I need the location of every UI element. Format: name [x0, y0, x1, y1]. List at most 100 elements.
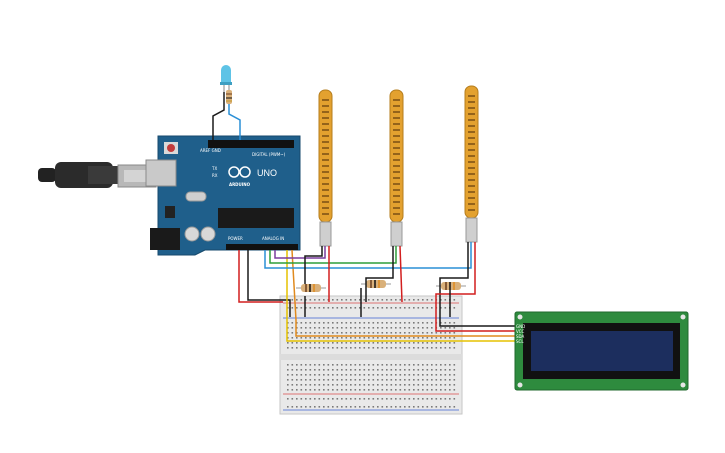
lcd-module[interactable]: GND VCC SDA SCL	[514, 311, 689, 391]
breadboard-hole	[354, 369, 357, 371]
breadboard-hole	[354, 389, 357, 391]
flex-sensor-3[interactable]	[464, 85, 479, 243]
breadboard-hole	[426, 364, 429, 366]
breadboard-hole	[395, 342, 397, 344]
breadboard-hole	[404, 406, 406, 408]
breadboard-hole	[453, 347, 456, 349]
breadboard-hole	[341, 379, 343, 381]
breadboard-hole	[332, 379, 334, 381]
breadboard-hole	[422, 337, 424, 339]
breadboard-hole	[323, 369, 325, 371]
breadboard-hole	[386, 327, 388, 329]
led-resistor[interactable]	[226, 90, 232, 104]
breadboard-hole	[381, 299, 384, 301]
breadboard-hole	[350, 374, 352, 376]
breadboard-hole	[363, 327, 366, 329]
breadboard-hole	[431, 322, 433, 324]
breadboard-hole	[332, 327, 334, 329]
flex-sensor-1[interactable]	[318, 89, 333, 247]
breadboard-hole	[305, 347, 307, 349]
breadboard-hole	[336, 374, 339, 376]
breadboard-hole	[323, 379, 325, 381]
usb-port	[145, 159, 177, 187]
breadboard-hole	[404, 374, 406, 376]
breadboard-hole	[291, 327, 294, 329]
breadboard-hole	[444, 307, 447, 309]
breadboard-hole	[350, 299, 352, 301]
breadboard-hole	[350, 364, 352, 366]
breadboard-hole	[368, 337, 370, 339]
breadboard-hole	[422, 398, 424, 400]
breadboard-hole	[368, 332, 370, 334]
breadboard-hole	[363, 384, 366, 386]
breadboard-hole	[359, 332, 361, 334]
breadboard-hole	[381, 406, 384, 408]
breadboard-hole	[408, 322, 411, 324]
breadboard-hole	[332, 369, 334, 371]
breadboard-hole	[413, 379, 415, 381]
breadboard-hole	[359, 389, 361, 391]
breadboard-hole	[435, 374, 438, 376]
breadboard-hole	[377, 337, 379, 339]
breadboard-hole	[291, 307, 294, 309]
breadboard-hole	[368, 322, 370, 324]
breadboard-hole	[291, 379, 294, 381]
breadboard-hole	[386, 342, 388, 344]
breadboard-hole	[399, 384, 402, 386]
breadboard-hole	[345, 384, 348, 386]
breadboard-hole	[377, 299, 379, 301]
breadboard-hole	[431, 337, 433, 339]
breadboard-hole	[404, 307, 406, 309]
breadboard-hole	[296, 364, 298, 366]
breadboard-hole	[345, 398, 348, 400]
resistor-1[interactable]	[296, 284, 326, 292]
breadboard-hole	[309, 337, 312, 339]
blue-led[interactable]	[220, 65, 232, 92]
breadboard-hole	[296, 369, 298, 371]
breadboard-hole	[386, 398, 388, 400]
breadboard-hole	[435, 337, 438, 339]
breadboard-hole	[426, 406, 429, 408]
breadboard-hole	[440, 322, 442, 324]
breadboard-hole	[377, 379, 379, 381]
breadboard-hole	[440, 342, 442, 344]
flex-sensor-2[interactable]	[389, 89, 404, 247]
breadboard-hole	[372, 342, 375, 344]
breadboard-hole	[309, 307, 312, 309]
breadboard-hole	[314, 337, 316, 339]
breadboard-hole	[318, 342, 321, 344]
breadboard-hole	[359, 299, 361, 301]
breadboard-hole	[390, 379, 393, 381]
breadboard-hole	[390, 342, 393, 344]
breadboard-hole	[449, 406, 451, 408]
breadboard-hole	[431, 332, 433, 334]
breadboard-hole	[350, 347, 352, 349]
breadboard-hole	[453, 406, 456, 408]
breadboard-hole	[291, 332, 294, 334]
breadboard-hole	[287, 379, 289, 381]
breadboard-hole	[386, 379, 388, 381]
breadboard-hole	[309, 374, 312, 376]
breadboard-hole	[440, 337, 442, 339]
breadboard-hole	[318, 389, 321, 391]
breadboard-hole	[404, 389, 406, 391]
breadboard-hole	[323, 299, 325, 301]
breadboard-hole	[426, 337, 429, 339]
breadboard-hole	[305, 332, 307, 334]
breadboard-hole	[390, 347, 393, 349]
breadboard-hole	[444, 327, 447, 329]
breadboard-hole	[359, 364, 361, 366]
breadboard-hole	[345, 389, 348, 391]
breadboard-hole	[341, 347, 343, 349]
arduino-uno-board[interactable]: ARDUINO UNO DIGITAL (PWM~) POWER ANALOG …	[145, 135, 301, 256]
breadboard-hole	[350, 332, 352, 334]
breadboard-hole	[413, 369, 415, 371]
breadboard-hole	[431, 347, 433, 349]
led-wire-black	[212, 92, 225, 140]
breadboard-hole	[453, 332, 456, 334]
breadboard-hole	[408, 389, 411, 391]
breadboard-hole	[350, 406, 352, 408]
breadboard-hole	[408, 327, 411, 329]
resistor-3[interactable]	[436, 282, 466, 290]
breadboard-hole	[359, 322, 361, 324]
